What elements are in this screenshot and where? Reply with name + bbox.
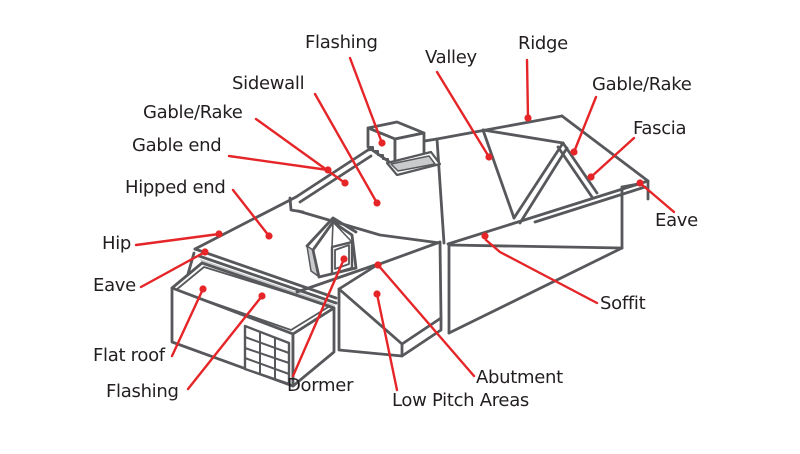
leader-dot-gable-end bbox=[324, 166, 332, 174]
cross-rake-left-outer bbox=[518, 146, 569, 225]
leader-line-fascia bbox=[589, 136, 636, 179]
right-wall-soffit-line bbox=[447, 243, 624, 250]
cross-gable-ridge bbox=[481, 128, 565, 145]
label-gable-rake-left: Gable/Rake bbox=[143, 102, 243, 123]
label-flashing-top: Flashing bbox=[305, 32, 378, 53]
label-flashing-bottom: Flashing bbox=[106, 381, 179, 402]
hip-edge bbox=[193, 195, 298, 251]
leader-dot-flashing-bottom bbox=[258, 292, 266, 300]
flat-roof-cap bbox=[175, 266, 331, 331]
chimney-base-inner bbox=[390, 155, 436, 172]
label-abutment: Abutment bbox=[476, 367, 563, 388]
leader-line-valley bbox=[435, 70, 491, 159]
label-low-pitch-areas: Low Pitch Areas bbox=[392, 390, 530, 411]
leader-dot-gable-rake-right bbox=[570, 148, 578, 156]
label-gable-rake-right: Gable/Rake bbox=[592, 74, 692, 95]
main-ridge bbox=[435, 114, 564, 141]
leader-line-abutment bbox=[376, 263, 476, 378]
cross-rake-left bbox=[512, 141, 565, 220]
label-hip: Hip bbox=[102, 233, 132, 254]
leader-dot-hip bbox=[215, 230, 223, 238]
leader-dot-fascia bbox=[587, 173, 595, 181]
garage-side-wall bbox=[291, 306, 336, 388]
leader-dot-flat-roof bbox=[199, 285, 207, 293]
leader-line-sidewall bbox=[313, 92, 379, 205]
middle-right-edge bbox=[435, 137, 446, 245]
leader-dot-abutment bbox=[374, 261, 382, 269]
dormer-face-folds bbox=[331, 221, 353, 248]
gable-rake-inner bbox=[298, 154, 373, 204]
valley-edge bbox=[481, 128, 516, 220]
leader-line-gable-rake-left bbox=[254, 117, 347, 185]
leader-line-ridge bbox=[525, 58, 530, 120]
right-rake-edge bbox=[560, 114, 650, 183]
leader-line-gable-end bbox=[227, 154, 330, 172]
leader-line-hip bbox=[134, 232, 221, 247]
leader-line-flat-roof bbox=[170, 287, 205, 358]
leader-line-hipped-end bbox=[231, 188, 271, 238]
right-fascia-line bbox=[533, 185, 647, 224]
label-soffit: Soffit bbox=[600, 293, 646, 314]
low-pitch-roof bbox=[337, 240, 443, 346]
extension-left-wall bbox=[337, 287, 404, 358]
leader-line-low-pitch-areas bbox=[375, 292, 399, 392]
label-gable-end: Gable end bbox=[132, 135, 222, 156]
label-sidewall: Sidewall bbox=[232, 73, 305, 94]
garage-door-rails bbox=[244, 336, 290, 375]
left-fascia-line bbox=[197, 254, 338, 305]
leader-dot-sidewall bbox=[373, 199, 381, 207]
leader-line-eave-left bbox=[139, 250, 207, 289]
leader-line-gable-rake-right bbox=[572, 95, 598, 154]
label-valley: Valley bbox=[425, 47, 477, 68]
label-eave-left: Eave bbox=[93, 275, 136, 296]
cross-rake-right bbox=[561, 141, 599, 195]
leader-dot-ridge bbox=[524, 114, 532, 122]
soffit-return bbox=[620, 182, 640, 189]
leader-dot-low-pitch-areas bbox=[373, 290, 381, 298]
label-fascia: Fascia bbox=[633, 118, 687, 139]
leader-dot-soffit bbox=[481, 232, 489, 240]
leader-dot-dormer bbox=[340, 255, 348, 263]
leader-line-soffit bbox=[484, 238, 599, 305]
leader-dot-valley bbox=[485, 153, 493, 161]
right-eave-edge bbox=[446, 179, 650, 246]
extension-right-wall bbox=[400, 316, 443, 358]
leader-line-flashing-bottom bbox=[186, 294, 264, 391]
leader-line-flashing-top bbox=[348, 56, 384, 145]
leader-dot-eave-left bbox=[201, 248, 209, 256]
leader-line-dormer bbox=[291, 257, 346, 378]
leader-line-eave-right bbox=[638, 181, 676, 214]
label-eave-right: Eave bbox=[655, 210, 698, 231]
leader-dot-flashing-top bbox=[378, 139, 386, 147]
leader-dot-hipped-end bbox=[265, 232, 273, 240]
right-wall-bottom bbox=[447, 246, 624, 335]
left-eave-edge bbox=[193, 247, 338, 300]
cross-rake-right-inner bbox=[556, 145, 594, 199]
middle-eave bbox=[296, 209, 442, 245]
label-ridge: Ridge bbox=[518, 33, 568, 54]
label-dormer: Dormer bbox=[287, 375, 354, 396]
leader-dot-eave-right bbox=[636, 179, 644, 187]
label-hipped-end: Hipped end bbox=[125, 177, 226, 198]
dormer-roofline bbox=[305, 216, 358, 248]
label-flat-roof: Flat roof bbox=[93, 345, 165, 366]
leader-dot-gable-rake-left bbox=[341, 179, 349, 187]
abutment-junction bbox=[295, 262, 380, 294]
